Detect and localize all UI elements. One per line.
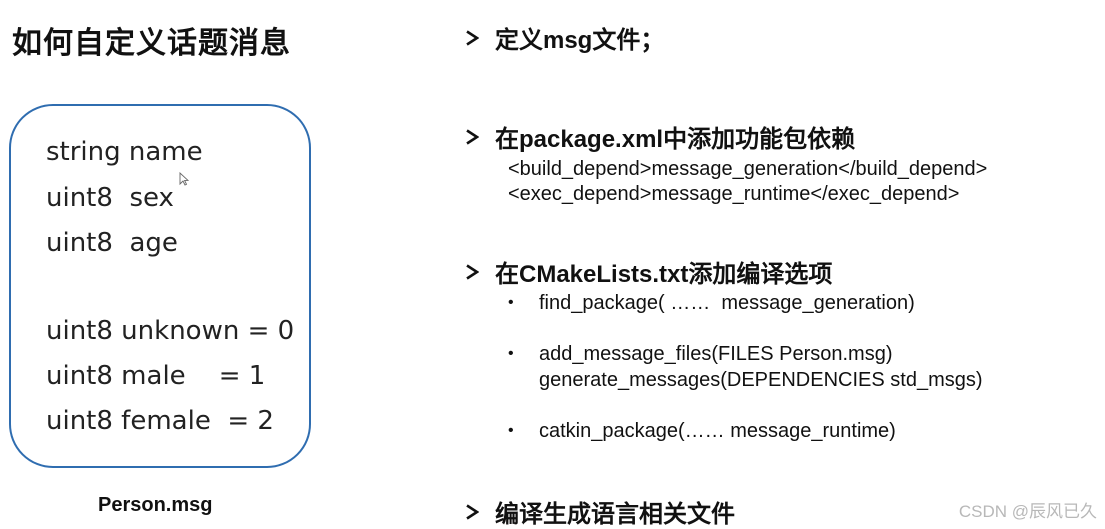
bullet-dot: • [508,345,514,362]
msg-field-line: uint8 unknown = 0 [46,316,295,346]
cmake-bullet-item: • find_package( …… message_generation) [508,292,915,315]
msg-field-line: uint8 female = 2 [46,406,274,436]
step-label: 编译生成语言相关文件 [495,501,735,528]
arrowhead-bullet-icon [466,128,479,145]
step-label: 在CMakeLists.txt添加编译选项 [495,261,833,288]
msg-field-line: uint8 age [46,228,178,258]
msg-definition-box [9,104,311,468]
bullet-dot: • [508,294,514,311]
cmake-bullet-item: • add_message_files(FILES Person.msg) [508,343,893,366]
xml-dependency-line: <exec_depend>message_runtime</exec_depen… [508,183,960,205]
step-generate-files: 编译生成语言相关文件 [465,494,735,529]
xml-dependency-line: <build_depend>message_generation</build_… [508,158,988,180]
msg-file-caption: Person.msg [98,494,213,516]
cmake-bullet-item: • catkin_package(…… message_runtime) [508,420,896,443]
cmake-bullet-text: catkin_package(…… message_runtime) [539,420,896,442]
step-package-xml: 在package.xml中添加功能包依赖 [465,119,855,154]
bullet-dot: • [508,422,514,439]
arrowhead-bullet-icon [466,503,479,520]
mouse-cursor-icon [179,172,189,186]
msg-field-line: uint8 male = 1 [46,361,266,391]
step-label: 在package.xml中添加功能包依赖 [495,126,856,153]
step-define-msg: 定义msg文件； [465,20,664,55]
msg-field-line: string name [46,137,203,167]
msg-field-line: uint8 sex [46,183,174,213]
cmake-bullet-text: generate_messages(DEPENDENCIES std_msgs) [539,369,983,391]
arrowhead-bullet-icon [466,263,479,280]
csdn-watermark: CSDN @辰风已久 [958,502,1097,521]
arrowhead-bullet-icon [466,29,479,46]
cmake-bullet-text: find_package( …… message_generation) [539,292,915,314]
slide-title: 如何自定义话题消息 [12,27,291,60]
step-cmakelists: 在CMakeLists.txt添加编译选项 [465,254,832,289]
cmake-bullet-text: add_message_files(FILES Person.msg) [539,343,893,365]
step-label: 定义msg文件； [495,27,665,54]
